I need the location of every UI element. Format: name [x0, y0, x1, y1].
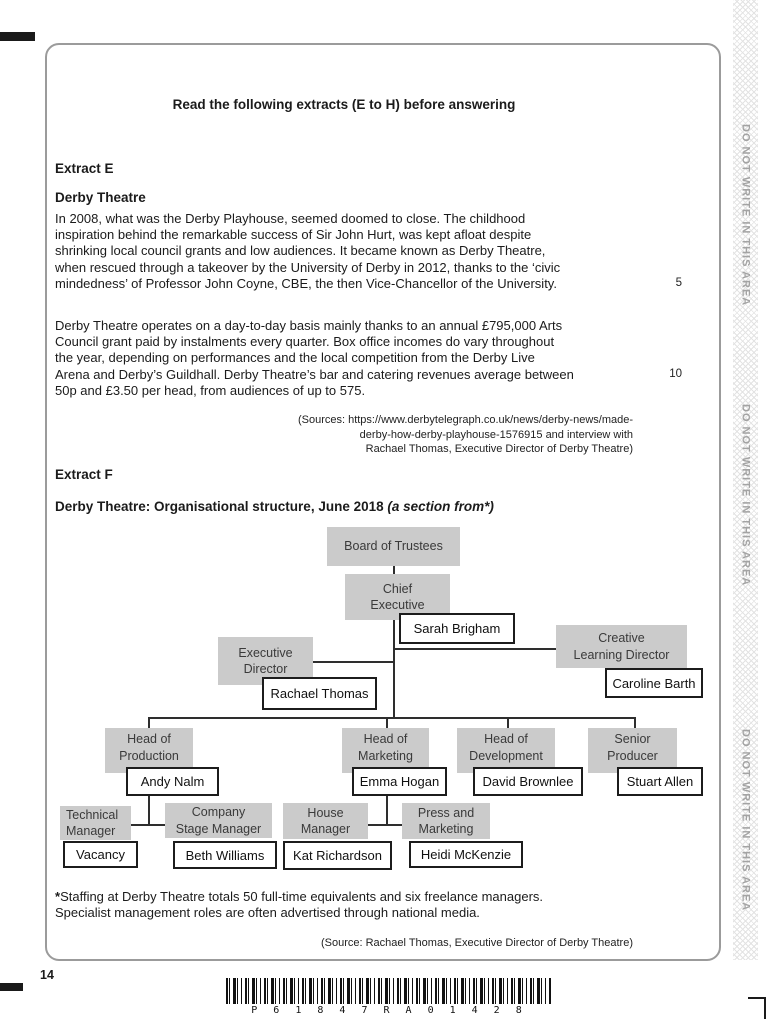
do-not-write-notice: DO NOT WRITE IN THIS AREA [739, 403, 752, 587]
line-number-5: 5 [675, 277, 682, 289]
extract-e-paragraph-2: Derby Theatre operates on a day-to-day b… [55, 318, 637, 399]
source-line: (Sources: https://www.derbytelegraph.co.… [297, 414, 633, 426]
print-mark-top-left [0, 32, 35, 41]
page-number: 14 [40, 968, 54, 982]
source-line: derby-how-derby-playhouse-1576915 and in… [359, 428, 633, 441]
barcode [226, 978, 552, 1004]
org-name-stuart-allen: Stuart Allen [617, 767, 703, 796]
extract-f-label: Extract F [55, 467, 113, 482]
connector-emma-descender [386, 796, 388, 826]
connector-main-row [148, 717, 636, 719]
source-line: Rachael Thomas, Executive Director of De… [365, 443, 633, 455]
org-role-senior-producer: Senior Producer [588, 728, 677, 773]
text-line: inspiration behind the remarkable succes… [55, 227, 532, 243]
text-line: when rescued through a takeover by the U… [55, 259, 561, 275]
text-line: the year, depending on performances and … [55, 350, 535, 366]
line-number-10: 10 [669, 368, 682, 380]
extract-e-title: Derby Theatre [55, 190, 146, 205]
footnote-text: Staffing at Derby Theatre totals 50 full… [60, 889, 544, 904]
footnote-line: *Staffing at Derby Theatre totals 50 ful… [55, 889, 637, 905]
org-name-rachael-thomas: Rachael Thomas [262, 677, 377, 710]
connector-marketing-children [368, 824, 402, 826]
footnote-asterisk: * [55, 889, 61, 904]
org-role-head-of-marketing: Head of Marketing [342, 728, 429, 773]
org-name-andy-nalm: Andy Nalm [126, 767, 219, 796]
extract-e-paragraph-1: In 2008, what was the Derby Playhouse, s… [55, 211, 637, 292]
text-line: Derby Theatre operates on a day-to-day b… [55, 318, 563, 333]
org-role-creative-learning-director: Creative Learning Director [556, 625, 687, 668]
extract-e-sources: (Sources: https://www.derbytelegraph.co.… [55, 413, 633, 457]
org-role-house-manager: House Manager [283, 803, 368, 839]
connector-to-executive-director [313, 661, 395, 663]
barcode-text: P 6 1 8 4 7 R A 0 1 4 2 8 [251, 1005, 527, 1016]
org-role-chief-executive: Chief Executive [345, 574, 450, 620]
text-line: Arena and Derby’s Guildhall. Derby Theat… [55, 366, 574, 382]
connector-stub-development [507, 717, 509, 728]
org-role-head-of-production: Head of Production [105, 728, 193, 773]
connector-stub-senior-producer [634, 717, 636, 728]
connector-stub-marketing [386, 717, 388, 728]
text-line: shrinking local council grants and low a… [55, 243, 546, 259]
text-line: In 2008, what was the Derby Playhouse, s… [55, 211, 526, 226]
org-name-emma-hogan: Emma Hogan [352, 767, 447, 796]
text-line: 50p and £3.50 per head, from audiences o… [55, 382, 366, 398]
org-name-sarah-brigham: Sarah Brigham [399, 613, 515, 644]
org-name-beth-williams: Beth Williams [173, 841, 277, 869]
connector-production-children [131, 824, 165, 826]
connector-to-creative-learning [393, 648, 556, 650]
org-name-heidi-mckenzie: Heidi McKenzie [409, 841, 523, 868]
org-role-company-stage-manager: Company Stage Manager [165, 803, 272, 838]
extract-f-source: (Source: Rachael Thomas, Executive Direc… [320, 937, 633, 949]
text-line: Council grant paid by instalments every … [55, 334, 555, 350]
org-name-caroline-barth: Caroline Barth [605, 668, 703, 698]
org-name-kat-richardson: Kat Richardson [283, 841, 392, 870]
org-role-head-of-development: Head of Development [457, 728, 555, 773]
org-name-david-brownlee: David Brownlee [473, 767, 583, 796]
extract-f-footnote: *Staffing at Derby Theatre totals 50 ful… [55, 889, 637, 921]
connector-stub-production [148, 717, 150, 728]
footnote-line: Specialist management roles are often ad… [55, 905, 480, 921]
page-frame [45, 43, 721, 961]
org-role-press-and-marketing: Press and Marketing [402, 803, 490, 839]
org-role-board-of-trustees: Board of Trustees [327, 527, 460, 566]
extract-f-title: Derby Theatre: Organisational structure,… [55, 499, 494, 514]
do-not-write-notice: DO NOT WRITE IN THIS AREA [739, 123, 752, 307]
print-mark-bottom-left [0, 983, 23, 991]
org-name-vacancy: Vacancy [63, 841, 138, 868]
text-line: mindedness’ of Professor John Coyne, CBE… [55, 275, 557, 291]
extract-f-title-note: (a section from*) [387, 499, 494, 514]
instruction-line: Read the following extracts (E to H) bef… [172, 97, 516, 112]
do-not-write-strip: DO NOT WRITE IN THIS AREA DO NOT WRITE I… [733, 0, 758, 960]
connector-andy-descender [148, 796, 150, 826]
extract-e-label: Extract E [55, 161, 114, 176]
connector-board-to-ce [393, 566, 395, 574]
org-role-technical-manager: Technical Manager [60, 806, 131, 840]
do-not-write-notice: DO NOT WRITE IN THIS AREA [739, 728, 752, 912]
connector-ce-descender [393, 620, 395, 718]
extract-f-title-main: Derby Theatre: Organisational structure,… [55, 499, 388, 514]
print-mark-bottom-right [748, 997, 766, 1019]
